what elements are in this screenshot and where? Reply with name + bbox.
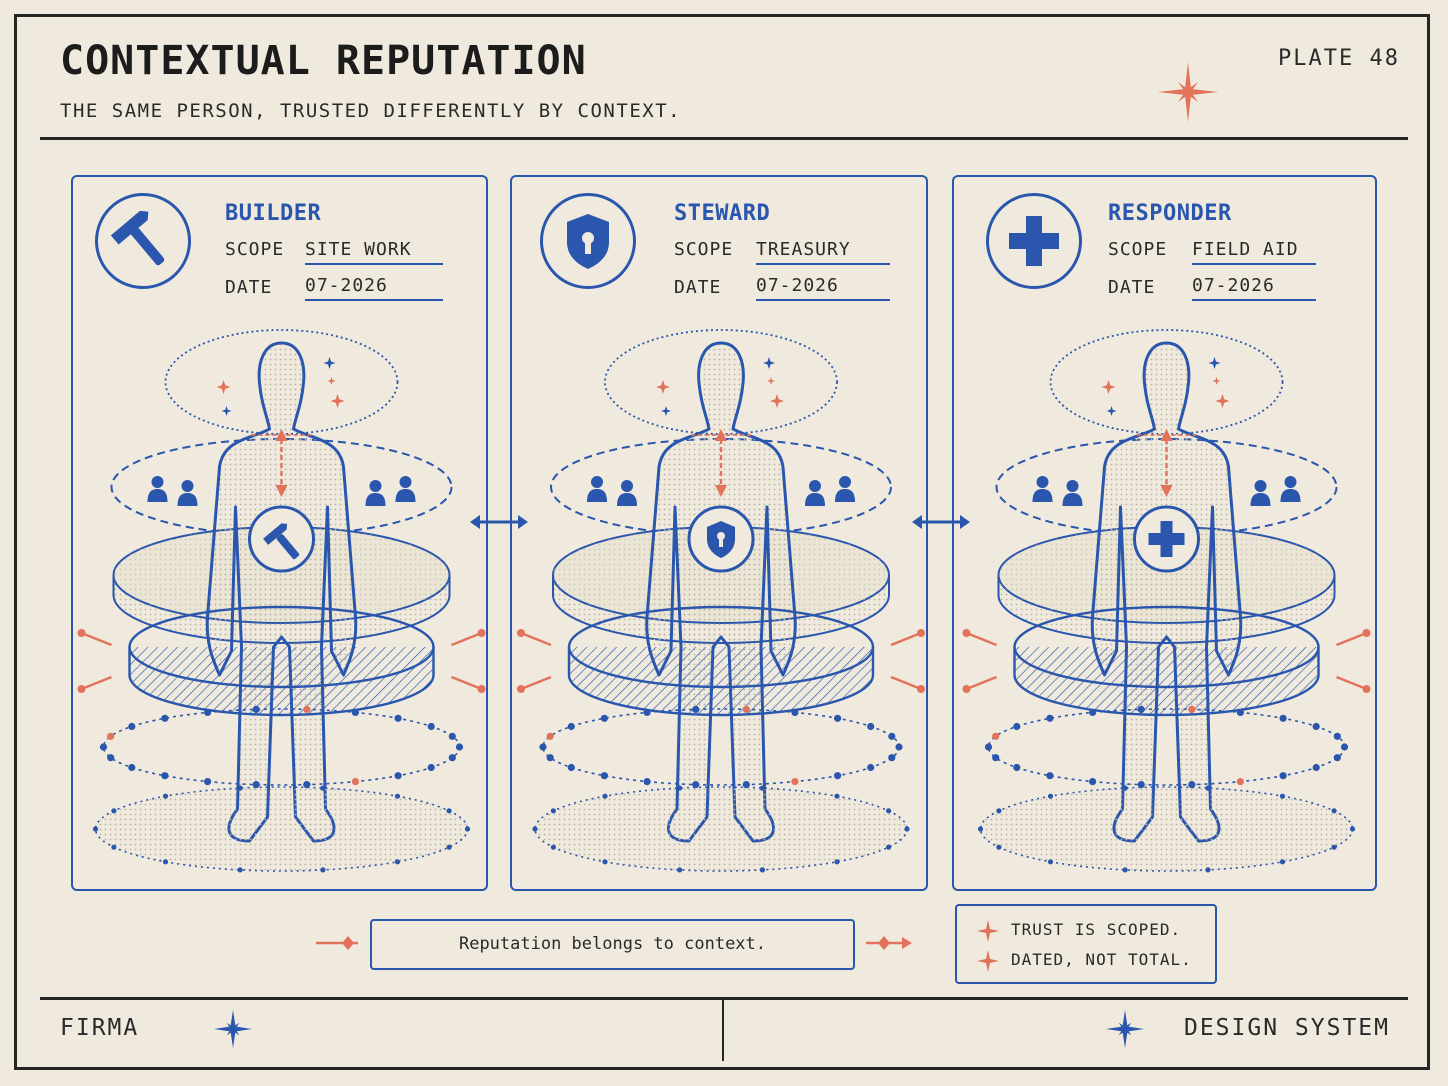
- coral-arrow-icon: [316, 936, 358, 950]
- scope-label: SCOPE: [1108, 239, 1168, 260]
- date-label: DATE: [1108, 277, 1156, 298]
- person-figure-diagram: [77, 329, 486, 873]
- star-icon: [214, 1010, 252, 1048]
- date-label: DATE: [225, 277, 273, 298]
- person-figure-diagram: [517, 329, 925, 873]
- header-divider: [40, 137, 1408, 140]
- person-figure-diagram: [962, 329, 1371, 873]
- scope-value: FIELD AID: [1192, 239, 1316, 265]
- scope-label: SCOPE: [674, 239, 734, 260]
- footer-system: DESIGN SYSTEM: [1183, 1015, 1390, 1041]
- shield-lock-icon: [540, 193, 636, 289]
- double-arrow-icon: [912, 515, 970, 529]
- sparkle-icon: [977, 920, 999, 942]
- date-value: 07-2026: [756, 275, 890, 301]
- footer-split: [722, 999, 724, 1061]
- medical-cross-icon: [986, 193, 1082, 289]
- notes-box: TRUST IS SCOPED. DATED, NOT TOTAL.: [955, 904, 1217, 984]
- page-title: CONTEXTUAL REPUTATION: [60, 38, 587, 84]
- star-icon: [1106, 1010, 1144, 1048]
- compass-star-icon: [1158, 62, 1218, 122]
- note-item: TRUST IS SCOPED.: [1011, 920, 1182, 939]
- role-title: RESPONDER: [1108, 201, 1232, 226]
- sparkle-icon: [977, 950, 999, 972]
- reputation-message: Reputation belongs to context.: [370, 919, 855, 970]
- scope-label: SCOPE: [225, 239, 285, 260]
- context-panel-steward: STEWARD SCOPE TREASURY DATE 07-2026: [510, 175, 928, 891]
- date-value: 07-2026: [305, 275, 443, 301]
- hammer-icon: [95, 193, 191, 289]
- footer-divider: [40, 997, 1408, 1000]
- context-panel-responder: RESPONDER SCOPE FIELD AID DATE 07-2026: [952, 175, 1377, 891]
- coral-arrow-icon: [866, 936, 912, 950]
- context-panel-builder: BUILDER SCOPE SITE WORK DATE 07-2026: [71, 175, 488, 891]
- page-subtitle: THE SAME PERSON, TRUSTED DIFFERENTLY BY …: [60, 100, 682, 122]
- scope-value: TREASURY: [756, 239, 890, 265]
- plate-number: PLATE 48: [1278, 46, 1400, 71]
- footer-brand: FIRMA: [60, 1015, 140, 1041]
- role-title: BUILDER: [225, 201, 322, 226]
- role-title: STEWARD: [674, 201, 771, 226]
- note-item: DATED, NOT TOTAL.: [1011, 950, 1192, 969]
- date-label: DATE: [674, 277, 722, 298]
- date-value: 07-2026: [1192, 275, 1316, 301]
- outer-frame: [14, 14, 1430, 1070]
- scope-value: SITE WORK: [305, 239, 443, 265]
- double-arrow-icon: [470, 515, 528, 529]
